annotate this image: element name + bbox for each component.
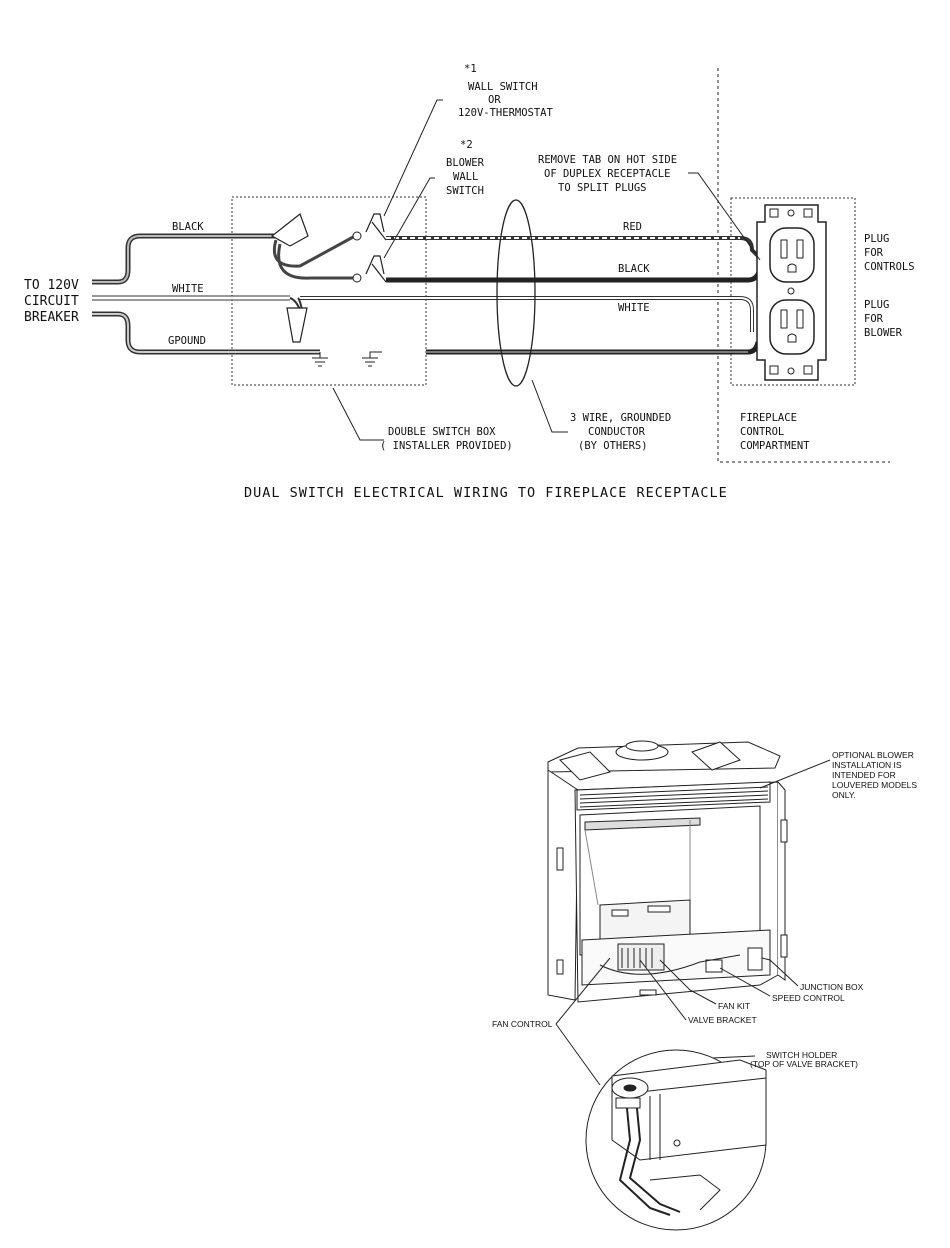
- ground-symbol: [312, 352, 328, 367]
- switch2-label: SWITCH: [446, 185, 484, 197]
- ground-wire-label: GPOUND: [168, 335, 206, 347]
- remove-tab-label: OF DUPLEX RECEPTACLE: [544, 168, 670, 180]
- speed-control-label: SPEED CONTROL: [772, 993, 845, 1003]
- black-wire-out: [386, 267, 763, 283]
- supply-label: BREAKER: [24, 310, 79, 325]
- conductor-label: 3 WIRE, GROUNDED: [570, 412, 671, 424]
- wall-switch-1: [365, 213, 385, 233]
- remove-tab-label: TO SPLIT PLUGS: [558, 182, 647, 194]
- switch1-label: OR: [488, 94, 501, 106]
- plug-controls-label: PLUG: [864, 233, 889, 245]
- wiring-diagram: BLACK WHITE GPOUND RED BLACK WHITE TO 12…: [24, 63, 915, 501]
- switch-holder-label: (TOP OF VALVE BRACKET): [750, 1059, 858, 1069]
- receptacle-box: [730, 197, 856, 386]
- switch2-label: BLOWER: [446, 157, 485, 169]
- diagram-title: DUAL SWITCH ELECTRICAL WIRING TO FIREPLA…: [244, 485, 728, 501]
- ground-symbol: [362, 351, 382, 367]
- red-wire-label: RED: [623, 221, 642, 233]
- plug-controls-label: FOR: [864, 247, 884, 259]
- white-wire-label: WHITE: [172, 283, 204, 295]
- black-out-wire-label: BLACK: [618, 263, 650, 275]
- switch2-label: WALL: [453, 171, 478, 183]
- white-out-wire-label: WHITE: [618, 302, 650, 314]
- remove-tab-label: REMOVE TAB ON HOT SIDE: [538, 154, 677, 166]
- junction-box-label: JUNCTION BOX: [800, 982, 864, 992]
- optional-note: OPTIONAL BLOWER: [832, 750, 914, 760]
- fan-control-label: FAN CONTROL: [492, 1019, 553, 1029]
- double-switch-box: [231, 196, 427, 386]
- optional-note: INTENDED FOR: [832, 770, 896, 780]
- switch2-label: *2: [460, 139, 473, 151]
- compartment-label: COMPARTMENT: [740, 440, 810, 452]
- valve-bracket-label: VALVE BRACKET: [688, 1015, 757, 1025]
- supply-label: CIRCUIT: [24, 294, 79, 309]
- optional-note: ONLY.: [832, 790, 856, 800]
- plug-blower-label: FOR: [864, 313, 884, 325]
- switch-box-label: DOUBLE SWITCH BOX: [388, 426, 496, 438]
- optional-note: INSTALLATION IS: [832, 760, 902, 770]
- supply-label: TO 120V: [24, 278, 79, 293]
- switch1-label: 120V-THERMOSTAT: [458, 107, 554, 119]
- switch-holder-detail: [585, 1049, 767, 1231]
- plug-controls-label: CONTROLS: [864, 261, 915, 273]
- black-wire-in: [92, 233, 275, 285]
- black-wire-label: BLACK: [172, 221, 204, 233]
- switch1-label: *1: [464, 63, 477, 75]
- wire-nut-black: [270, 213, 309, 247]
- plug-blower-label: PLUG: [864, 299, 889, 311]
- conductor-label: CONDUCTOR: [588, 426, 646, 438]
- wire-nut-white: [286, 307, 308, 343]
- plug-blower-label: BLOWER: [864, 327, 903, 339]
- fan-kit-label: FAN KIT: [718, 1001, 750, 1011]
- blower-switch-2: [365, 255, 385, 275]
- duplex-receptacle: [756, 204, 827, 381]
- ground-wire-out: [426, 341, 761, 355]
- switch-box-label: ( INSTALLER PROVIDED): [380, 440, 513, 452]
- conductor-label: (BY OTHERS): [578, 440, 648, 452]
- switch-holder-label: SWITCH HOLDER: [766, 1050, 837, 1060]
- compartment-label: CONTROL: [740, 426, 784, 438]
- fireplace-illustration: [547, 740, 788, 1003]
- optional-note: LOUVERED MODELS: [832, 780, 917, 790]
- compartment-label: FIREPLACE: [740, 412, 797, 424]
- switch1-label: WALL SWITCH: [468, 81, 538, 93]
- conductor-ellipse: [496, 199, 536, 387]
- red-wire: [386, 236, 762, 260]
